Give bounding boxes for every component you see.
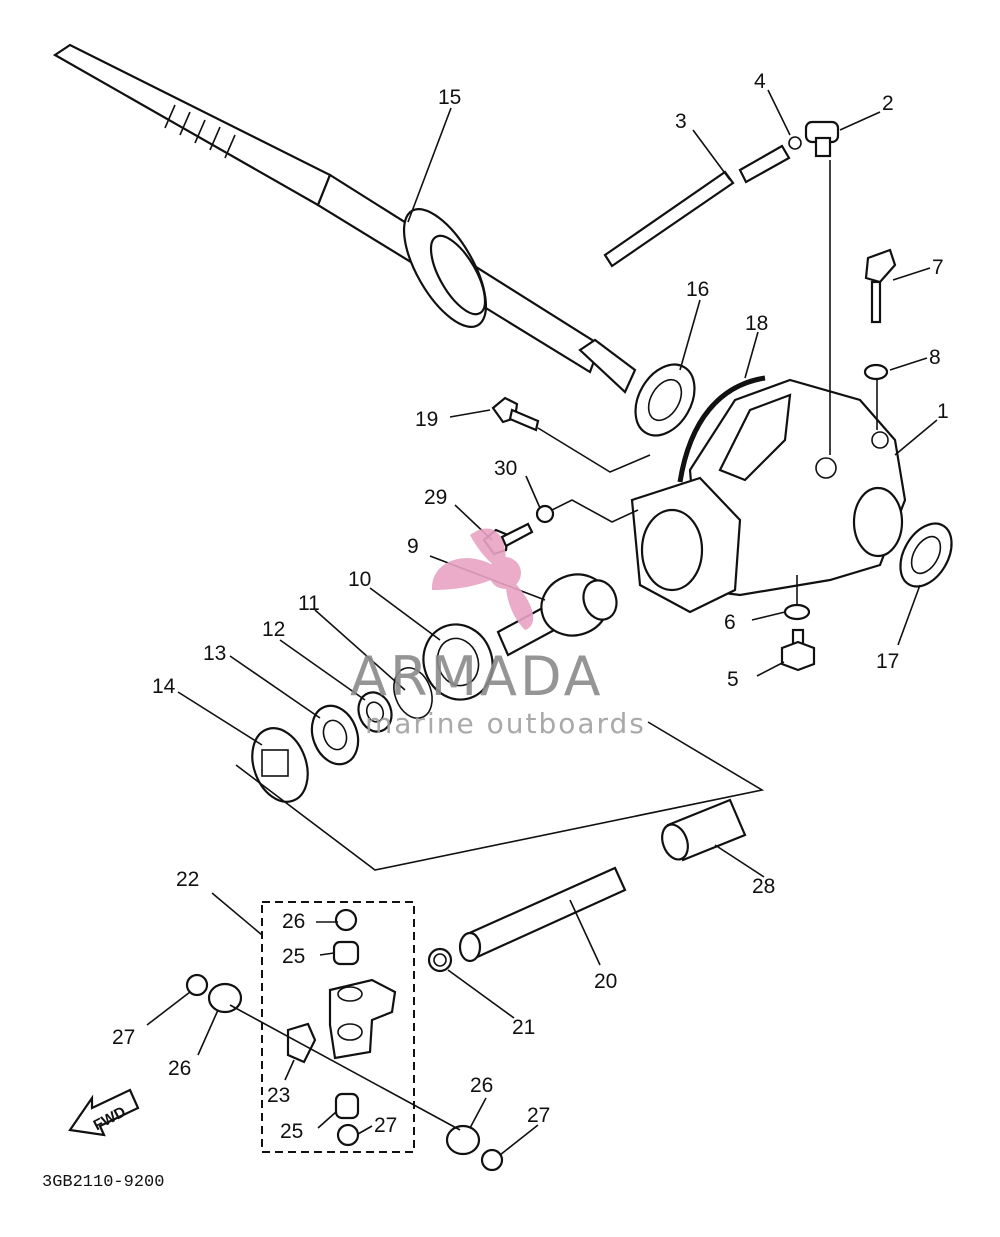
diagram-code: 3GB2110-9200 bbox=[42, 1173, 164, 1192]
callout-24a: 25 bbox=[282, 945, 305, 968]
callout-3: 3 bbox=[675, 110, 687, 133]
callout-22: 22 bbox=[176, 868, 199, 891]
watermark-tagline: marine outboards bbox=[365, 707, 646, 740]
callout-2: 2 bbox=[882, 92, 894, 115]
callout-12: 12 bbox=[262, 618, 285, 641]
callout-9: 9 bbox=[407, 535, 419, 558]
seals bbox=[634, 363, 953, 588]
callout-28: 28 bbox=[752, 875, 775, 898]
callout-18: 18 bbox=[745, 312, 768, 335]
callout-17: 17 bbox=[876, 650, 899, 673]
water-tube bbox=[603, 120, 840, 268]
propeller-logo-icon bbox=[431, 528, 534, 630]
callout-29: 29 bbox=[424, 486, 447, 509]
callout-25b: 27 bbox=[374, 1114, 397, 1137]
callout-26a: 26 bbox=[168, 1057, 191, 1080]
callout-20: 20 bbox=[594, 970, 617, 993]
ujoint-group-box bbox=[261, 901, 415, 1153]
callout-13: 13 bbox=[203, 642, 226, 665]
callout-14: 14 bbox=[152, 675, 176, 698]
callout-5: 5 bbox=[727, 668, 739, 691]
callout-30: 30 bbox=[494, 457, 517, 480]
callout-26b: 26 bbox=[470, 1074, 493, 1097]
callout-16: 16 bbox=[686, 278, 709, 301]
fwd-arrow-icon: FWD bbox=[68, 1088, 140, 1137]
callout-1: 1 bbox=[937, 400, 949, 423]
callout-7: 7 bbox=[932, 256, 944, 279]
gear-housing bbox=[630, 378, 907, 614]
armada-watermark: ARMADA marine outboards bbox=[350, 528, 646, 740]
callout-23: 23 bbox=[267, 1084, 290, 1107]
callout-11: 11 bbox=[298, 592, 320, 615]
callout-25a: 26 bbox=[282, 910, 305, 933]
group-outline bbox=[235, 721, 765, 871]
callout-15: 15 bbox=[438, 86, 461, 109]
propeller-shaft bbox=[52, 43, 637, 394]
callout-27b: 27 bbox=[527, 1104, 550, 1127]
callout-21: 21 bbox=[512, 1016, 535, 1039]
callout-labels: 15 3 4 2 7 8 1 16 18 19 30 29 9 10 11 12… bbox=[112, 70, 949, 1143]
callout-27a: 27 bbox=[112, 1026, 135, 1049]
callout-4: 4 bbox=[754, 70, 766, 93]
callout-6: 6 bbox=[724, 611, 736, 634]
callout-24b: 25 bbox=[280, 1120, 303, 1143]
pinion-assembly bbox=[251, 573, 618, 803]
callout-10: 10 bbox=[348, 568, 371, 591]
drive-shaft-parts bbox=[427, 798, 747, 973]
universal-joint bbox=[185, 908, 504, 1172]
callout-8: 8 bbox=[929, 346, 941, 369]
watermark-brand: ARMADA bbox=[350, 645, 604, 708]
callout-19: 19 bbox=[415, 408, 438, 431]
